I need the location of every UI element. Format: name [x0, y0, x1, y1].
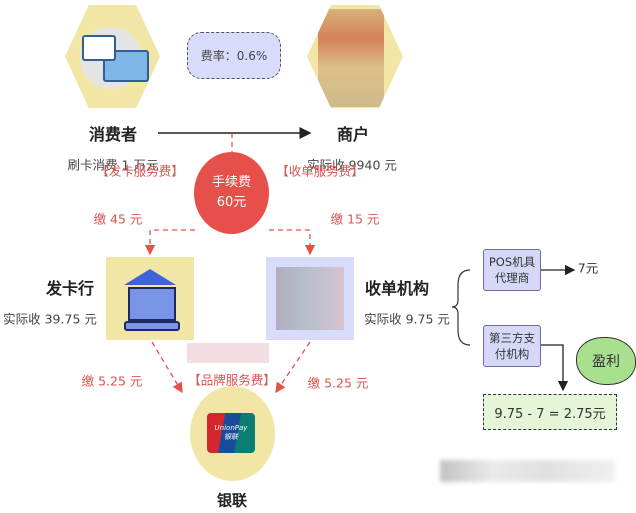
- acquirer-fee-label: 【收单服务费】: [276, 163, 364, 179]
- brand-fee-label: 【品牌服务费】: [188, 372, 276, 388]
- acquirer-icon: [266, 257, 354, 340]
- fee-circle: 手续费 60元: [194, 152, 269, 234]
- merchant-title: 商户: [336, 125, 370, 144]
- merchant-desc: 实际收 9940 元: [307, 157, 397, 173]
- pos-agent-box: POS机具代理商: [483, 249, 541, 291]
- profit-calculation: 9.75 - 7 = 2.75元: [483, 394, 617, 430]
- fee-circle-title: 手续费: [211, 175, 251, 190]
- hand-icon: [82, 35, 116, 61]
- pay-acquirer-label: 缴 15 元: [330, 211, 380, 227]
- issuer-title: 发卡行: [45, 279, 95, 298]
- profit-cloud: 盈利: [576, 337, 636, 385]
- acquirer-desc: 实际收 9.75 元: [364, 311, 450, 327]
- watermark: [440, 460, 615, 482]
- fee-circle-amount: 60元: [216, 195, 247, 210]
- unionpay-title: 银联: [216, 491, 248, 510]
- issuer-to-unionpay-label: 缴 5.25 元: [81, 373, 143, 389]
- blurred-region: [187, 343, 269, 363]
- consumer-desc: 刷卡消费 1 万元: [67, 157, 159, 173]
- issuer-bank-icon: [106, 257, 194, 340]
- third-party-box: 第三方支付机构: [483, 325, 541, 367]
- credit-card-icon: [103, 50, 149, 82]
- fee-rate-badge: 费率：0.6%: [187, 32, 281, 79]
- issuer-fee-label: 【发卡服务费】: [96, 163, 184, 179]
- pay-issuer-label: 缴 45 元: [93, 211, 143, 227]
- acquirer-title: 收单机构: [364, 279, 430, 298]
- consumer-title: 消费者: [88, 125, 138, 144]
- acquirer-to-unionpay-label: 缴 5.25 元: [307, 375, 369, 391]
- issuer-desc: 实际收 39.75 元: [3, 311, 97, 327]
- pos-agent-result: 7元: [577, 260, 599, 276]
